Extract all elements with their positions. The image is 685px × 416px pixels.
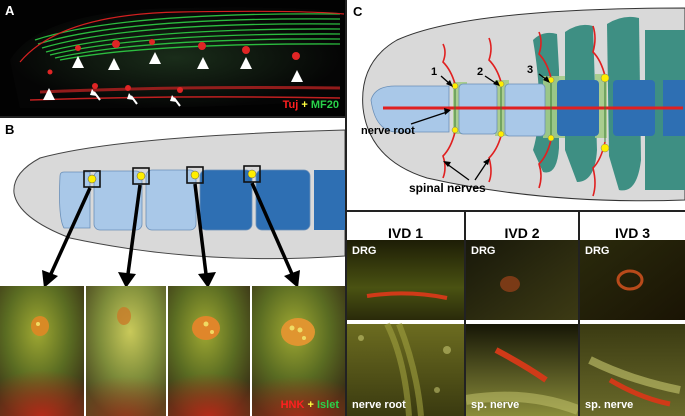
panel-c: C 1 2 3 nerve root spinal nerves: [347, 0, 685, 210]
ivd-2-title: IVD 2: [504, 225, 540, 241]
arrows: [90, 89, 181, 107]
label-number-2: 2: [477, 66, 484, 78]
label-number-1: 1: [431, 66, 438, 78]
vertical-divider: [345, 0, 347, 416]
ivd-1-bottom-label: nerve root: [352, 399, 406, 411]
ivd-1-micrographs: [347, 240, 464, 416]
horizontal-divider-c: [347, 210, 685, 212]
ivd-separator-2: [578, 212, 580, 416]
ivd-2-micrographs: [466, 240, 578, 416]
panel-a-legend: Tuj + MF20: [283, 100, 339, 111]
panel-c-letter: C: [353, 4, 363, 19]
ivd-3-title: IVD 3: [614, 225, 650, 241]
label-nerve-root: nerve root: [361, 125, 415, 137]
ivd-2-bottom-label: sp. nerve: [471, 399, 520, 411]
ivd-1-panel: IVD 1 DRG nerve root: [347, 212, 464, 416]
ivd-separator-1: [464, 212, 466, 416]
panel-b-legend-plus: +: [307, 399, 314, 411]
panel-a: A Tuj + MF20: [0, 0, 345, 116]
label-number-3: 3: [527, 64, 534, 76]
vertebrae: [59, 169, 345, 231]
ivd-section: IVD 1 DRG nerve root IVD 2: [347, 212, 685, 416]
panel-a-legend-stain2: MF20: [310, 99, 339, 111]
panel-b: B HNK + Islet: [0, 118, 345, 416]
ivd-2-panel: IVD 2 DRG sp. nerve: [466, 212, 578, 416]
ivd-2-drg-label: DRG: [471, 245, 496, 257]
panel-a-micrograph: [0, 0, 345, 116]
ivd-1-drg-label: DRG: [352, 245, 377, 257]
panel-a-letter: A: [5, 3, 15, 18]
ganglion-markers: [83, 165, 261, 188]
muscle-fibers: [34, 13, 341, 61]
ivd-3-drg-label: DRG: [585, 245, 610, 257]
ivd-3-micrographs: [580, 240, 685, 416]
nerve-spots: [47, 39, 300, 93]
arrowheads: [43, 52, 303, 100]
panel-b-legend-stain2: Islet: [316, 399, 339, 411]
zoom-arrows: [42, 182, 300, 288]
label-spinal-nerves: spinal nerves: [409, 181, 486, 195]
panel-b-diagram: [0, 118, 345, 416]
horizontal-divider-a: [0, 116, 345, 118]
ivd-3-bottom-label: sp. nerve: [585, 399, 634, 411]
panel-b-legend: HNK + Islet: [281, 400, 339, 411]
ivd-1-title: IVD 1: [387, 225, 423, 241]
panel-b-letter: B: [5, 122, 15, 137]
spinal-nerves-curves: [442, 25, 606, 197]
panel-b-micrographs: [0, 286, 345, 416]
panel-c-diagram: [347, 0, 685, 210]
panel-b-legend-stain1: HNK: [280, 399, 305, 411]
panel-a-legend-plus: +: [301, 99, 308, 111]
ivd-3-panel: IVD 3 DRG sp. nerve: [580, 212, 685, 416]
panel-a-legend-stain1: Tuj: [282, 99, 299, 111]
